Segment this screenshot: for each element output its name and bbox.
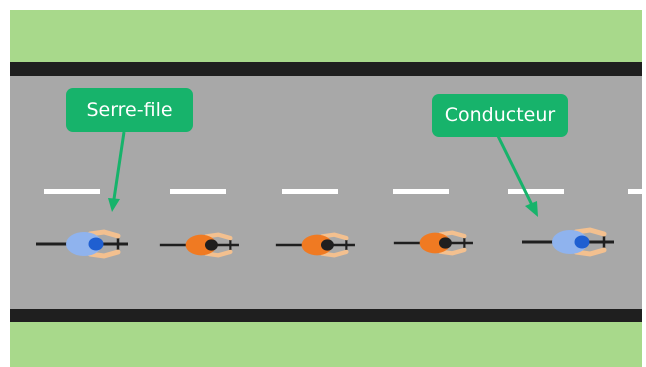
curb-bottom <box>10 309 642 322</box>
helmet <box>89 238 104 251</box>
lane-dash <box>393 189 449 194</box>
label-conducteur: Conducteur <box>432 94 568 137</box>
helmet <box>575 236 590 249</box>
lane-dash <box>628 189 642 194</box>
lane-dash <box>170 189 226 194</box>
grass-top <box>10 10 642 62</box>
helmet <box>321 239 334 250</box>
lane-dash <box>508 189 564 194</box>
helmet <box>205 239 218 250</box>
grass-bottom <box>10 322 642 367</box>
lane-dash <box>282 189 338 194</box>
helmet <box>439 237 452 248</box>
lane-dash <box>44 189 100 194</box>
label-serre-file: Serre-file <box>66 88 193 132</box>
curb-top <box>10 62 642 76</box>
